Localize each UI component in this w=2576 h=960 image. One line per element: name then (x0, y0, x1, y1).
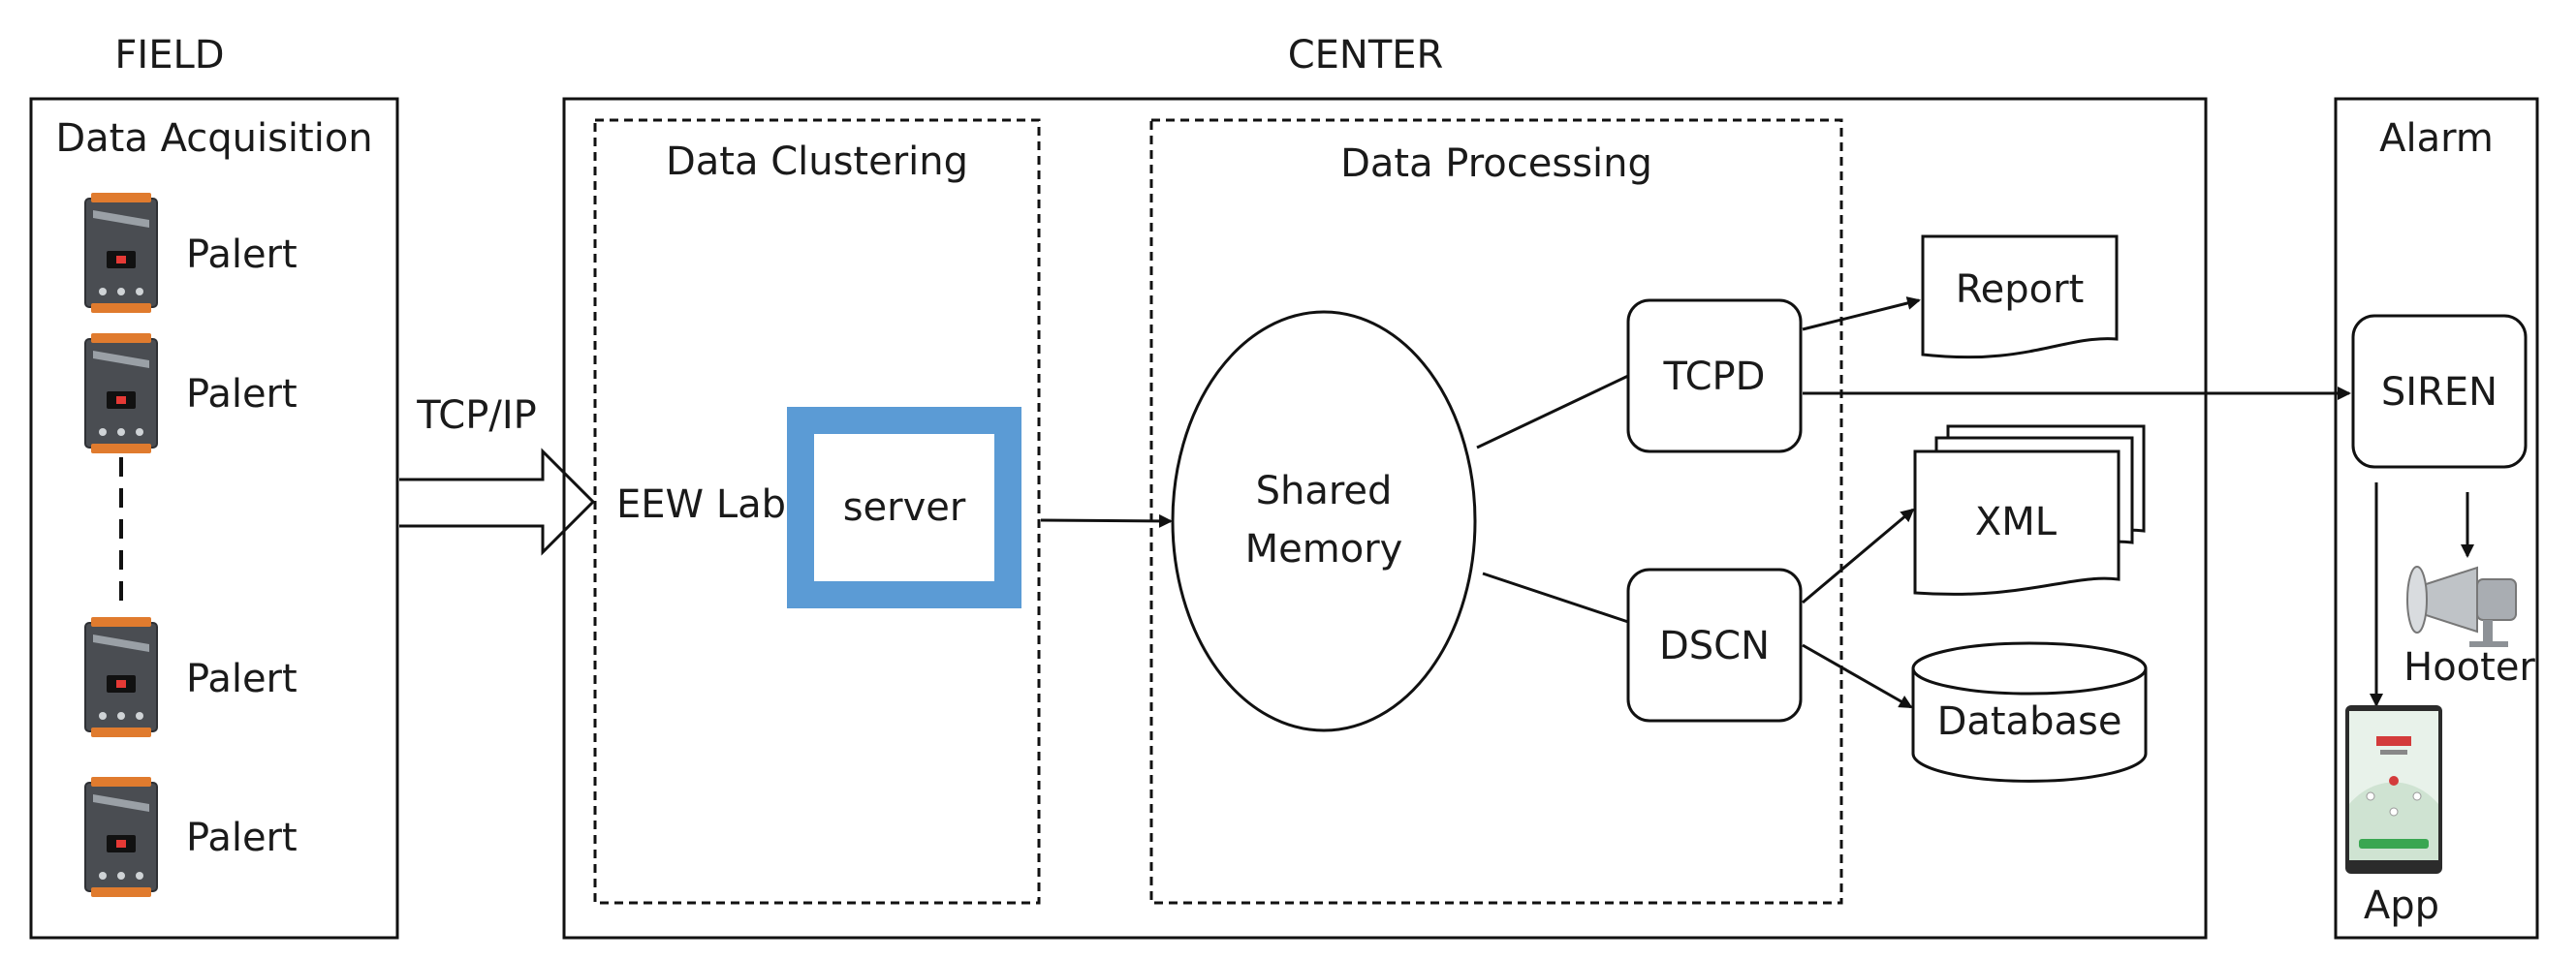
dscn-node (1626, 568, 1803, 723)
data-processing-box (1149, 118, 1843, 905)
shared-memory-line1: Shared (1256, 469, 1393, 513)
siren-label: SIREN (2381, 370, 2497, 415)
palert-label-3: Palert (186, 657, 298, 701)
data-clustering-box (593, 118, 1041, 905)
xml-document-stack (1913, 424, 2146, 596)
report-document (1921, 234, 2119, 359)
server-inner (814, 434, 994, 581)
shared-memory-node (1171, 310, 1477, 732)
eew-lab-label: EEW Lab (616, 482, 786, 527)
mobile-app-icon (2345, 705, 2442, 874)
hooter-speaker-icon (2406, 566, 2517, 647)
palert-device-2: Palert (84, 332, 298, 454)
hooter-label: Hooter (2403, 645, 2535, 690)
palert-label-4: Palert (186, 816, 298, 860)
dscn-to-database-arrow (1802, 643, 1913, 709)
palert-device-icon (84, 616, 158, 738)
palert-device-3: Palert (84, 616, 298, 738)
data-acquisition-title: Data Acquisition (55, 116, 372, 161)
tcpd-node (1626, 298, 1803, 453)
palert-device-4: Palert (84, 776, 298, 898)
palert-device-icon (84, 192, 158, 314)
database-cylinder (1911, 641, 2148, 783)
shared-memory-line2: Memory (1245, 527, 1403, 572)
center-panel (562, 97, 2208, 940)
center-section-label: CENTER (1288, 33, 1444, 77)
app-label: App (2364, 883, 2439, 928)
xml-label: XML (1975, 500, 2058, 544)
memory-to-dscn-line (1482, 572, 1629, 624)
alarm-panel (2334, 97, 2539, 940)
palert-device-icon (84, 776, 158, 898)
tcpd-to-report-arrow (1802, 296, 1921, 331)
field-section-label: FIELD (114, 33, 224, 77)
tcp-ip-label: TCP/IP (416, 393, 537, 438)
database-label: Database (1937, 699, 2122, 744)
siren-node (2351, 314, 2528, 469)
server-label: server (843, 485, 966, 530)
data-acquisition-panel (29, 97, 399, 940)
palert-label-1: Palert (186, 232, 298, 277)
palert-device-1: Palert (84, 192, 298, 314)
tcp-ip-arrow (399, 448, 596, 556)
data-processing-title: Data Processing (1340, 141, 1652, 186)
palert-label-2: Palert (186, 372, 298, 417)
data-clustering-title: Data Clustering (666, 139, 968, 184)
palert-device-icon (84, 332, 158, 454)
server-to-memory-arrow (1040, 513, 1173, 528)
dscn-label: DSCN (1659, 624, 1770, 668)
report-label: Report (1956, 267, 2085, 312)
alarm-title: Alarm (2379, 116, 2494, 161)
memory-to-tcpd-line (1476, 374, 1629, 449)
tcpd-label: TCPD (1663, 355, 1766, 399)
dscn-to-xml-arrow (1802, 508, 1915, 604)
